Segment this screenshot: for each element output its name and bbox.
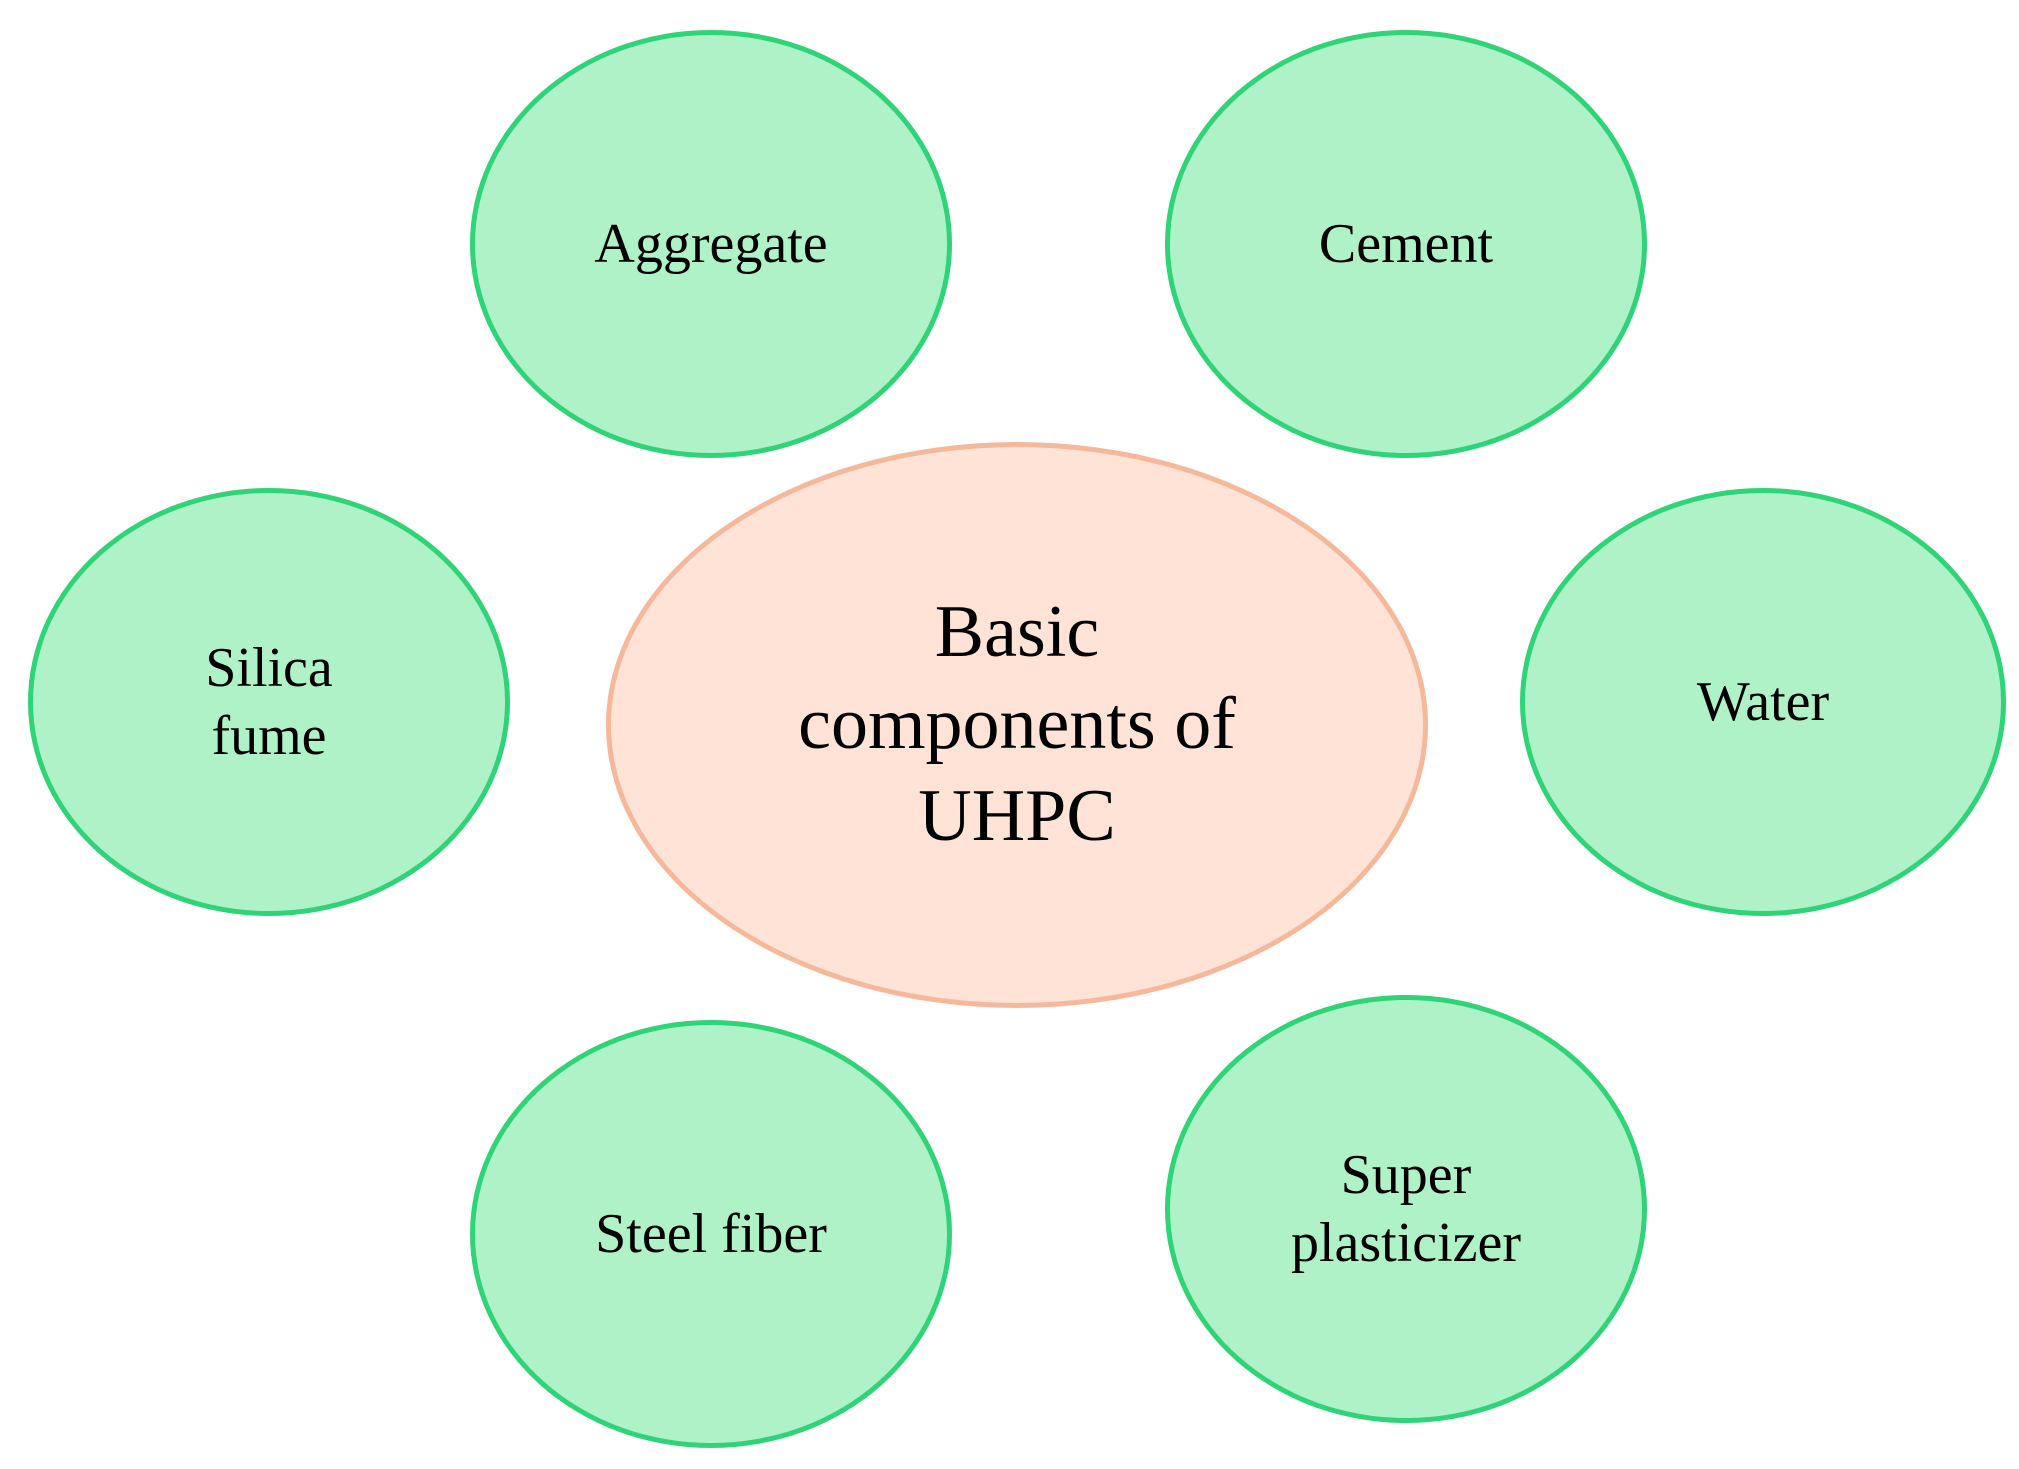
label-line: Super <box>1340 1143 1472 1206</box>
component-node-steel-fiber: Steel fiber <box>470 1020 952 1448</box>
center-label: Basic components of UHPC <box>798 587 1236 862</box>
label-line: plasticizer <box>1290 1212 1522 1274</box>
component-label-steel-fiber: Steel fiber <box>595 1200 827 1268</box>
label-line: Cement <box>1318 212 1494 275</box>
component-node-silica-fume: Silica fume <box>28 488 510 916</box>
label-line: Steel fiber <box>595 1202 827 1265</box>
center-label-line: UHPC <box>918 774 1116 857</box>
component-label-cement: Cement <box>1319 210 1493 278</box>
label-line: fume <box>211 705 327 767</box>
center-node-basic-components: Basic components of UHPC <box>606 442 1428 1008</box>
label-line: Silica <box>205 636 333 699</box>
label-line: Water <box>1696 670 1830 733</box>
center-label-line: Basic <box>934 591 1100 674</box>
component-label-silica-fume: Silica fume <box>205 634 333 771</box>
component-label-water: Water <box>1697 668 1829 736</box>
label-line: Aggregate <box>594 212 828 275</box>
component-label-aggregate: Aggregate <box>594 210 827 278</box>
component-node-water: Water <box>1520 488 2006 916</box>
component-node-aggregate: Aggregate <box>470 30 952 458</box>
component-label-super-plasticizer: Super plasticizer <box>1291 1141 1521 1278</box>
component-node-super-plasticizer: Super plasticizer <box>1165 995 1647 1423</box>
center-label-line: components of <box>798 683 1236 766</box>
component-node-cement: Cement <box>1165 30 1647 458</box>
